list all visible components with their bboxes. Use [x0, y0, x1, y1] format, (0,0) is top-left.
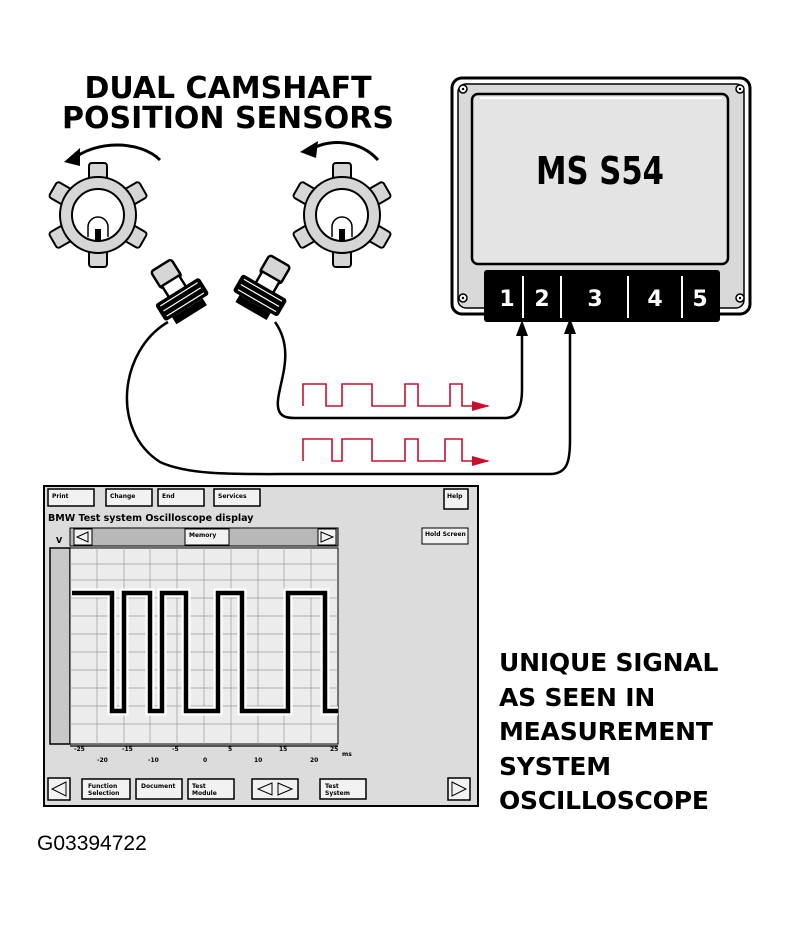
svg-text:Help: Help [447, 493, 463, 500]
scope-hold-screen-button[interactable]: Hold Screen [421, 527, 469, 545]
camshaft-wheel-right [292, 162, 392, 268]
svg-text:Document: Document [141, 783, 176, 790]
svg-text:Hold Screen: Hold Screen [425, 531, 466, 538]
caption-line: MEASUREMENT [499, 717, 713, 746]
tester-function-selection-button[interactable]: Function Selection [81, 778, 131, 800]
ecu-connector-4: 4 [647, 287, 662, 312]
scope-x-tick: 15 [279, 746, 287, 753]
tester-test-module-button[interactable]: Test Module [187, 778, 235, 800]
caption-line: AS SEEN IN [499, 682, 656, 712]
tester-print-button[interactable]: Print [47, 488, 95, 507]
scope-x-tick: -15 [122, 746, 133, 753]
svg-text:Change: Change [110, 493, 135, 500]
tester-oscilloscope-screen: Print Change End Services Help BMW Test … [43, 485, 479, 807]
tester-change-button[interactable]: Change [105, 488, 153, 507]
scope-x-tick: 0 [203, 757, 207, 764]
caption-line: SYSTEM [499, 751, 611, 781]
svg-text:Function: Function [88, 783, 117, 790]
tester-document-button[interactable]: Document [135, 778, 183, 800]
svg-text:Test: Test [325, 783, 339, 790]
rotation-arrow-right [309, 141, 380, 162]
figure-id: G03394722 [37, 832, 147, 855]
scope-x-unit: ms [342, 751, 352, 758]
tester-end-button[interactable]: End [157, 488, 205, 507]
ecu-connector-1: 1 [499, 287, 514, 312]
wire-right-sensor [273, 321, 524, 420]
camshaft-sensor-left [150, 258, 209, 325]
signal-waveform-upper [302, 383, 488, 407]
scope-scroll-right-button[interactable] [317, 528, 337, 546]
tester-page-scroll-buttons[interactable] [251, 778, 299, 800]
scope-y-scale-bar [49, 547, 71, 745]
scope-x-tick: -25 [74, 746, 85, 753]
diagram-title-line2: POSITION SENSORS [62, 101, 394, 136]
caption-line: UNIQUE SIGNAL [499, 648, 719, 677]
svg-text:End: End [162, 493, 175, 500]
svg-text:Module: Module [192, 790, 217, 797]
tester-back-button[interactable] [47, 777, 71, 801]
tester-title-line: BMW Test system Oscilloscope display [48, 513, 254, 524]
ecu-connector-3: 3 [587, 287, 602, 312]
caption-line: OSCILLOSCOPE [499, 786, 709, 815]
ecu-ms-s54 [450, 76, 752, 322]
camshaft-sensor-right [233, 254, 291, 321]
scope-x-tick: 25 [330, 746, 338, 753]
scope-y-axis-label: V [56, 536, 63, 545]
tester-services-button[interactable]: Services [213, 488, 261, 507]
camshaft-wheel-left [48, 162, 148, 268]
rotation-arrow-left [71, 143, 162, 162]
ecu-connector-5: 5 [692, 287, 707, 312]
svg-text:Selection: Selection [88, 790, 119, 797]
scope-x-tick: 5 [228, 746, 232, 753]
svg-text:System: System [325, 790, 350, 797]
scope-memory-button[interactable]: Memory [184, 528, 230, 546]
scope-x-tick: -10 [148, 757, 159, 764]
oscilloscope-caption: UNIQUE SIGNAL AS SEEN IN MEASUREMENT SYS… [499, 646, 779, 819]
ecu-connector-2: 2 [534, 287, 549, 312]
ecu-label: MS S54 [536, 149, 664, 193]
tester-forward-button[interactable] [447, 777, 471, 801]
tester-help-button[interactable]: Help [443, 488, 469, 510]
svg-text:Test: Test [192, 783, 206, 790]
scope-x-tick: 20 [310, 757, 318, 764]
signal-waveform-lower [302, 438, 488, 462]
scope-x-tick: -5 [172, 746, 179, 753]
wire-left-sensor [125, 320, 572, 476]
svg-text:Memory: Memory [189, 532, 216, 539]
tester-test-system-button[interactable]: Test System [319, 778, 367, 800]
scope-x-tick: 10 [254, 757, 262, 764]
scope-x-tick: -20 [97, 757, 108, 764]
svg-text:Services: Services [218, 493, 247, 500]
svg-text:Print: Print [52, 493, 69, 500]
scope-scroll-left-button[interactable] [73, 528, 93, 546]
diagram-title-line1: DUAL CAMSHAFT [84, 71, 372, 106]
